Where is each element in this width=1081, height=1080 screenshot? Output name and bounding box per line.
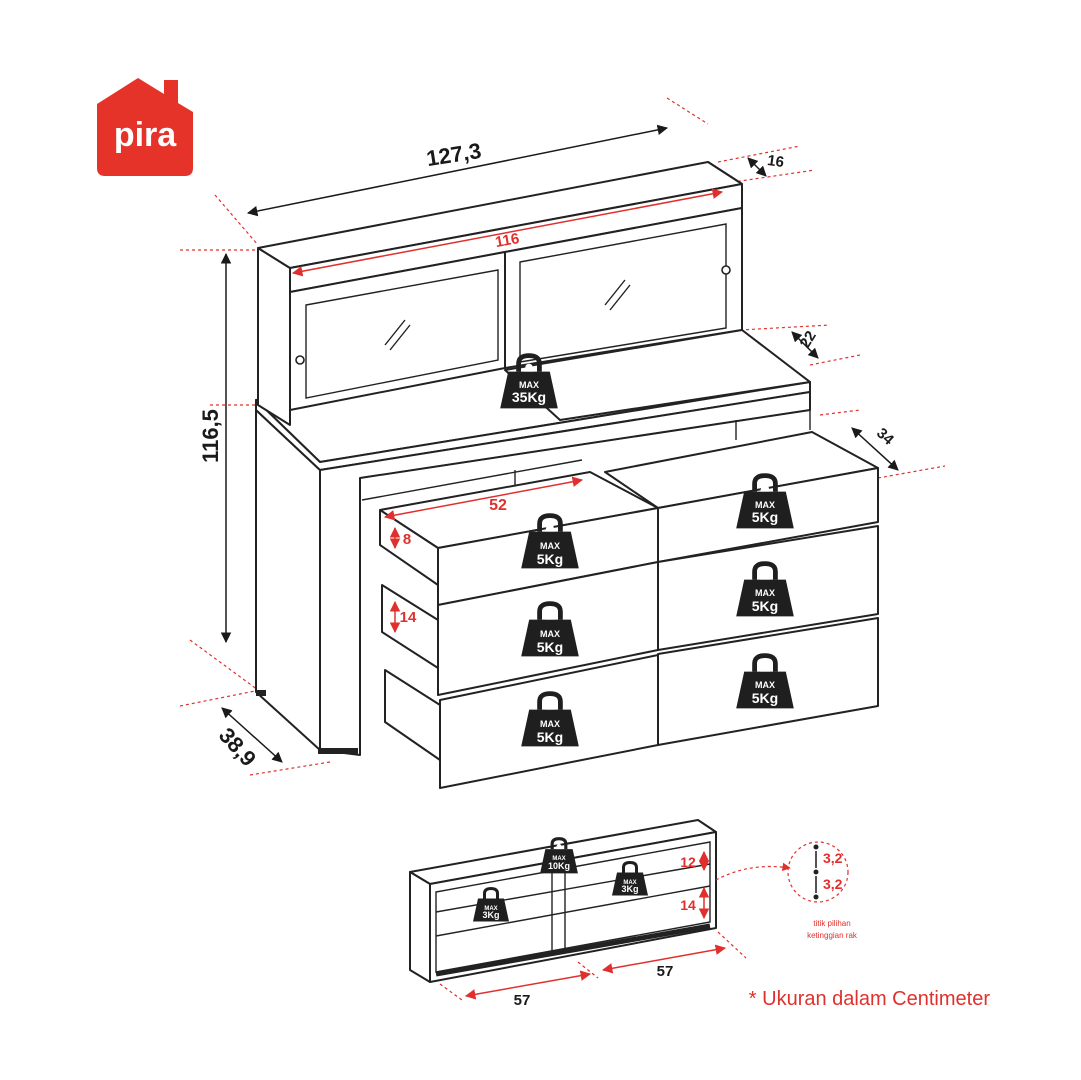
shelf-height-callout: 3,2 3,2 titik pilihan ketinggian rak <box>715 841 858 940</box>
svg-text:127,3: 127,3 <box>425 138 483 171</box>
wall-dimension-width-left: 57 <box>439 961 599 1009</box>
dimension-drawer-height-small: 8 <box>389 526 411 550</box>
dimension-height-total: 116,5 <box>198 252 232 644</box>
svg-text:MAX: MAX <box>540 629 560 639</box>
dimension-hutch-inner: 116 <box>291 188 724 277</box>
svg-text:MAX: MAX <box>623 880 636 886</box>
weight-icon-drawer-2: MAX 5Kg <box>521 516 579 569</box>
reference-lines <box>179 97 946 776</box>
wall-dimension-upper: 12 <box>680 850 710 872</box>
weight-icon-drawer-3: MAX 5Kg <box>736 564 794 617</box>
svg-text:57: 57 <box>657 963 674 980</box>
svg-text:16: 16 <box>766 152 785 171</box>
weight-icon-drawer-5: MAX 5Kg <box>736 656 794 709</box>
svg-text:5Kg: 5Kg <box>537 551 563 567</box>
svg-text:MAX: MAX <box>755 680 775 690</box>
wall-dimension-lower: 14 <box>680 886 710 920</box>
svg-text:MAX: MAX <box>755 500 775 510</box>
dimension-top-depth: 16 <box>747 152 785 177</box>
svg-text:116: 116 <box>494 230 521 251</box>
svg-text:3Kg: 3Kg <box>482 910 499 920</box>
svg-text:10Kg: 10Kg <box>548 861 570 871</box>
svg-text:3Kg: 3Kg <box>621 884 638 894</box>
svg-text:3,2: 3,2 <box>823 850 843 866</box>
svg-text:5Kg: 5Kg <box>752 509 778 525</box>
wall-dimension-width-right: 57 <box>601 931 747 980</box>
dimension-drawer-width: 52 <box>383 476 584 521</box>
svg-text:MAX: MAX <box>540 719 560 729</box>
weight-icon-drawer-6: MAX 5Kg <box>521 694 579 747</box>
svg-text:35Kg: 35Kg <box>512 389 546 405</box>
pira-logo: pira <box>97 78 193 176</box>
svg-text:34: 34 <box>873 425 897 449</box>
svg-text:8: 8 <box>403 531 411 548</box>
weight-icon-hutch: MAX 35Kg <box>500 356 558 409</box>
svg-text:14: 14 <box>680 897 696 913</box>
svg-text:5Kg: 5Kg <box>752 690 778 706</box>
logo-text: pira <box>114 116 177 154</box>
svg-text:5Kg: 5Kg <box>752 598 778 614</box>
weight-icon-wall-top: MAX 10Kg <box>538 836 580 876</box>
drawers <box>379 431 879 789</box>
svg-text:MAX: MAX <box>519 380 539 390</box>
weight-icon-wall-right: MAX 3Kg <box>610 860 650 898</box>
svg-text:116,5: 116,5 <box>198 409 223 463</box>
svg-text:3,2: 3,2 <box>823 876 843 892</box>
weight-icon-drawer-1: MAX 5Kg <box>736 476 794 529</box>
svg-text:22: 22 <box>797 328 820 351</box>
dimension-depth-total: 38,9 <box>214 707 283 772</box>
units-note: * Ukuran dalam Centimeter <box>749 988 991 1010</box>
svg-text:MAX: MAX <box>552 856 565 862</box>
svg-text:MAX: MAX <box>484 906 497 912</box>
dimension-drawer-height-large: 14 <box>389 600 417 634</box>
svg-text:12: 12 <box>680 854 696 870</box>
svg-text:MAX: MAX <box>755 588 775 598</box>
svg-text:5Kg: 5Kg <box>537 639 563 655</box>
svg-text:14: 14 <box>400 609 417 626</box>
weight-icon-wall-left: MAX 3Kg <box>471 886 511 924</box>
dimension-shelf-depth: 22 <box>791 328 820 359</box>
svg-text:titik pilihan: titik pilihan <box>813 919 850 928</box>
svg-text:ketinggian rak: ketinggian rak <box>807 931 858 940</box>
svg-text:57: 57 <box>514 992 531 1009</box>
svg-text:52: 52 <box>489 497 507 514</box>
svg-text:MAX: MAX <box>540 541 560 551</box>
svg-text:5Kg: 5Kg <box>537 729 563 745</box>
weight-icon-drawer-4: MAX 5Kg <box>521 604 579 657</box>
svg-text:38,9: 38,9 <box>214 723 261 772</box>
